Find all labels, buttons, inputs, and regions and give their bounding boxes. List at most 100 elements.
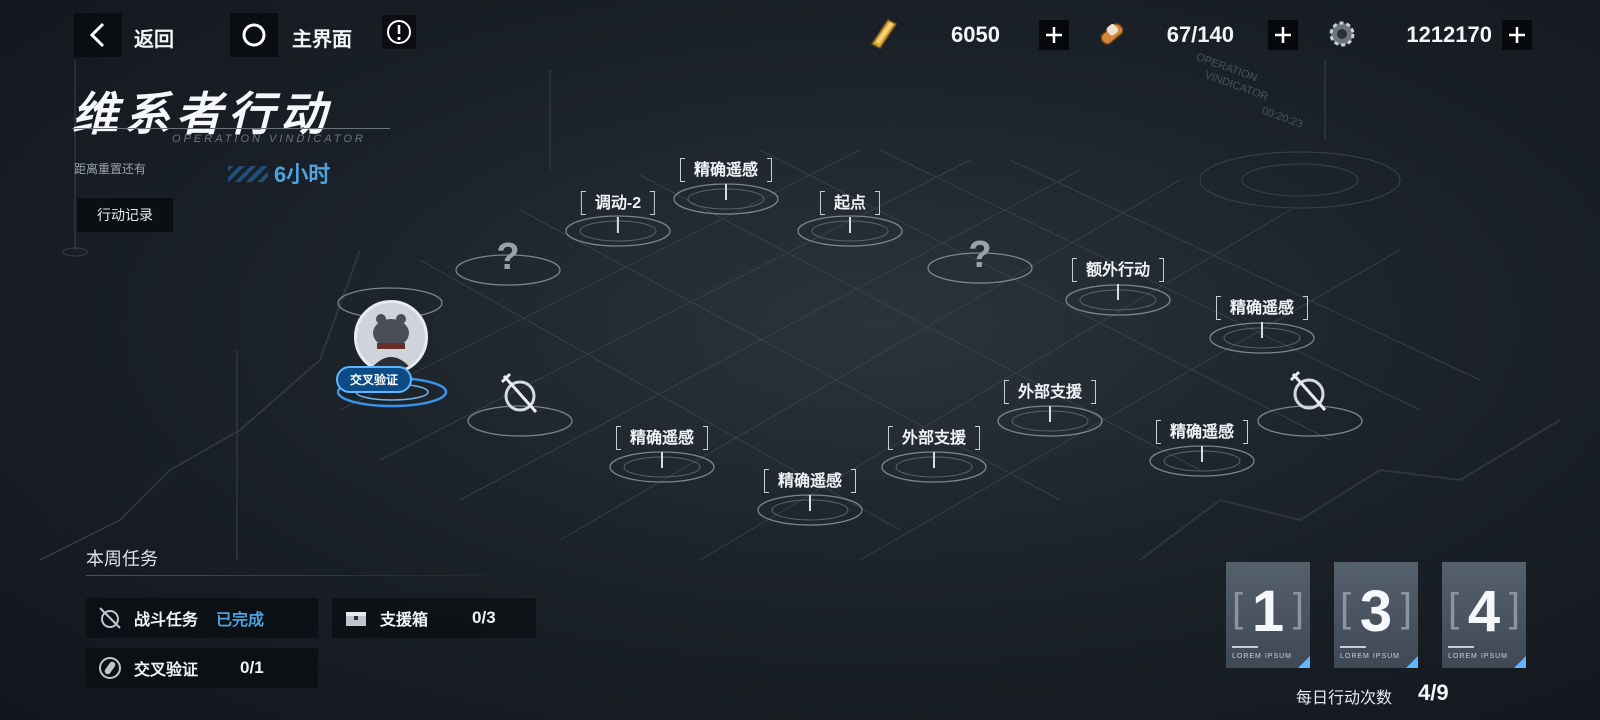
card-digit: 4 (1467, 579, 1501, 644)
plus-icon (1275, 27, 1291, 43)
task-supply-box: 支援箱 0/3 (332, 598, 536, 638)
node-stem (1048, 406, 1051, 422)
card-bracket: [ (1232, 586, 1244, 630)
card-digit: 3 (1359, 579, 1393, 644)
node-stem (1200, 446, 1203, 462)
stamina-capsule-icon (1094, 16, 1130, 55)
home-label[interactable]: 主界面 (292, 29, 352, 51)
node-stem (808, 495, 811, 511)
task-progress: 0/3 (472, 608, 496, 627)
node-label: 精确遥感 (679, 156, 773, 182)
daily-card-1: [ ] 1 LOREM IPSUM (1226, 562, 1310, 668)
node-stem (1260, 322, 1263, 338)
character-portrait-icon (357, 303, 425, 371)
battle-node-1[interactable] (496, 370, 544, 423)
node-label: 外部支援 (1003, 378, 1097, 404)
sword-battle-icon (1289, 370, 1327, 411)
daily-actions-label: 每日行动次数 (1296, 690, 1393, 707)
card-digit: 1 (1251, 579, 1285, 644)
task-name: 战斗任务 (134, 612, 199, 629)
card-line (1340, 646, 1366, 648)
add-gold-button[interactable] (1039, 20, 1069, 50)
node-stem (724, 184, 727, 200)
task-battle: 战斗任务 已完成 (86, 598, 318, 638)
card-corner (1514, 656, 1526, 668)
info-button[interactable] (382, 15, 416, 49)
task-status: 已完成 (216, 612, 265, 629)
gear-coin-value: 1212170 (1406, 22, 1492, 47)
player-avatar[interactable] (354, 300, 428, 374)
reset-label: 距离重置还有 (74, 162, 147, 176)
map-node-extra-action[interactable]: 额外行动 (1071, 256, 1165, 300)
node-label: 调动-2 (580, 189, 656, 215)
card-bracket: [ (1340, 586, 1352, 630)
map-node-start[interactable]: 起点 (819, 189, 881, 233)
circle-home-icon (242, 23, 266, 47)
cross-verify-icon (96, 654, 124, 682)
card-corner (1298, 656, 1310, 668)
gear-coin-icon (1326, 18, 1358, 55)
node-label: 外部支援 (887, 424, 981, 450)
map-node-remote-sensing-1[interactable]: 精确遥感 (679, 156, 773, 200)
card-footer: LOREM IPSUM (1232, 653, 1293, 660)
card-line (1232, 646, 1258, 648)
unknown-node-2[interactable]: ? (968, 234, 992, 276)
stamina-value: 67/140 (1166, 22, 1234, 47)
map-node-remote-sensing-2[interactable]: 精确遥感 (1215, 294, 1309, 338)
battle-node-2[interactable] (1285, 368, 1333, 421)
sword-battle-icon (500, 372, 538, 413)
map-node-remote-sensing-4[interactable]: 精确遥感 (1155, 418, 1249, 462)
battle-task-icon (96, 604, 124, 632)
card-bracket: ] (1508, 586, 1520, 630)
plus-icon (1046, 27, 1062, 43)
card-bracket: ] (1400, 586, 1412, 630)
task-name: 交叉验证 (134, 662, 199, 679)
gold-value: 6050 (951, 22, 1000, 47)
map-node-external-support-2[interactable]: 外部支援 (887, 424, 981, 468)
node-stem (660, 452, 663, 468)
daily-actions-value: 4/9 (1418, 680, 1449, 705)
weekly-divider (86, 575, 536, 576)
gold-bar-icon (866, 16, 902, 55)
unknown-node-1[interactable]: ? (496, 236, 520, 278)
task-progress: 0/1 (240, 658, 264, 677)
card-bracket: ] (1292, 586, 1304, 630)
event-title: 维系者行动 (72, 88, 332, 140)
card-line (1448, 646, 1474, 648)
back-button[interactable] (74, 13, 122, 57)
node-label: 起点 (819, 189, 881, 215)
map-node-dispatch-2[interactable]: 调动-2 (580, 189, 656, 233)
map-node-remote-sensing-5[interactable]: 精确遥感 (763, 467, 857, 511)
card-footer: LOREM IPSUM (1448, 653, 1509, 660)
task-name: 支援箱 (380, 612, 429, 629)
card-corner (1406, 656, 1418, 668)
node-label: 精确遥感 (1215, 294, 1309, 320)
add-stamina-button[interactable] (1268, 20, 1298, 50)
daily-card-2: [ ] 3 LOREM IPSUM (1334, 562, 1418, 668)
node-stem (616, 217, 619, 233)
add-gear-coin-button[interactable] (1502, 20, 1532, 50)
back-label[interactable]: 返回 (134, 29, 174, 51)
node-stem (848, 217, 851, 233)
event-subtitle: OPERATION VINDICATOR (172, 133, 366, 145)
player-node-label[interactable]: 交叉验证 (336, 366, 413, 393)
card-footer: LOREM IPSUM (1340, 653, 1401, 660)
title-divider (72, 128, 390, 129)
weekly-title: 本周任务 (86, 549, 158, 569)
node-label: 精确遥感 (615, 424, 709, 450)
node-label: 精确遥感 (763, 467, 857, 493)
node-stem (932, 452, 935, 468)
chevron-left-icon (89, 22, 105, 48)
node-label: 精确遥感 (1155, 418, 1249, 444)
exclamation-icon (387, 20, 411, 44)
node-label: 额外行动 (1071, 256, 1165, 282)
action-log-button[interactable]: 行动记录 (77, 198, 173, 232)
map-node-remote-sensing-3[interactable]: 精确遥感 (615, 424, 709, 468)
map-node-external-support-1[interactable]: 外部支援 (1003, 378, 1097, 422)
home-button[interactable] (230, 13, 278, 57)
node-stem (1116, 284, 1119, 300)
supply-box-icon (342, 604, 370, 632)
plus-icon (1509, 27, 1525, 43)
card-bracket: [ (1448, 586, 1460, 630)
stripe-decoration (228, 166, 268, 182)
